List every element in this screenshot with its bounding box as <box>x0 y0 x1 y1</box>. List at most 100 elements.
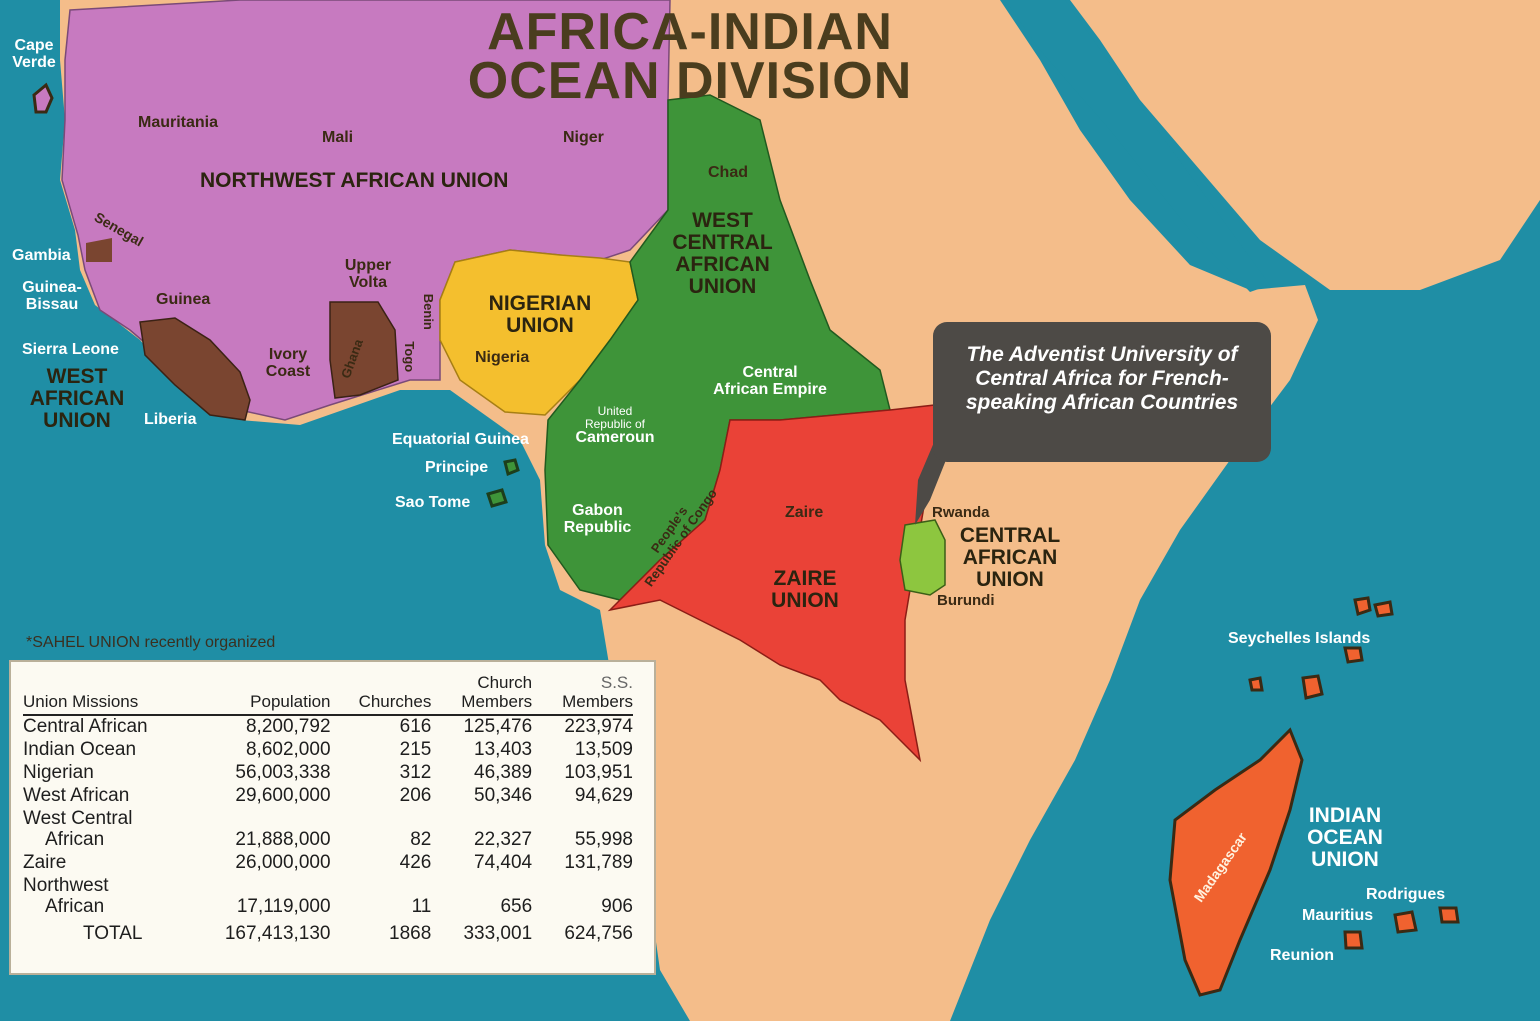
liberia-label: Liberia <box>144 411 197 428</box>
rodrigues-island <box>1438 906 1460 924</box>
ivory-coast-label: Ivory Coast <box>265 346 311 380</box>
zaire-label: Zaire <box>785 504 824 521</box>
ghana-region <box>329 301 399 399</box>
row-ss-members: 94,629 <box>574 785 633 807</box>
row-church-members: 74,404 <box>474 851 533 873</box>
row-churches: 215 <box>399 739 432 761</box>
sao-tome-island <box>486 488 508 508</box>
row-population: 8,200,792 <box>245 716 331 738</box>
table-total-row: TOTAL 167,413,130 1868 333,001 624,756 <box>23 918 633 946</box>
sierra-leone-label: Sierra Leone <box>22 341 119 358</box>
indian-ocean-union-label: INDIAN OCEAN UNION <box>1307 804 1383 872</box>
mauritius-island <box>1393 910 1418 934</box>
header-population: Population <box>204 674 331 717</box>
upper-volta-label: Upper Volta <box>344 257 392 291</box>
rwanda-burundi-region <box>899 519 946 596</box>
header-churches: Churches <box>330 674 432 717</box>
row-churches: 206 <box>399 785 432 807</box>
row-union-name: Zaire <box>23 851 67 873</box>
row-union-name: Central African <box>23 716 148 738</box>
reunion-label: Reunion <box>1270 947 1334 964</box>
west-african-union-label: WEST AFRICAN UNION <box>29 365 125 433</box>
niger-label: Niger <box>563 129 604 146</box>
row-church-members: 13,403 <box>474 739 533 761</box>
seychelles-label: Seychelles Islands <box>1228 630 1371 647</box>
togo-label: Togo <box>402 341 418 373</box>
header-church-members: Church Members <box>431 673 533 717</box>
gabon-label: Gabon Republic <box>563 502 632 536</box>
header-ss-members: S.S. Members <box>532 673 633 717</box>
principe-island <box>503 458 520 477</box>
mali-label: Mali <box>322 129 354 146</box>
row-church-members: 46,389 <box>474 762 533 784</box>
row-population: 17,119,000 <box>236 895 331 917</box>
row-churches: 312 <box>399 762 432 784</box>
row-population: 21,888,000 <box>235 828 331 850</box>
seychelles-island-4 <box>1248 676 1264 692</box>
row-population: 8,602,000 <box>245 739 331 761</box>
total-churches: 1868 <box>389 923 432 945</box>
row-ss-members: 55,998 <box>574 828 633 850</box>
table-body: Central African 8,200,792 616 125,476 223,97… <box>23 715 633 946</box>
total-church-members: 333,001 <box>463 923 533 945</box>
row-church-members: 125,476 <box>463 716 533 738</box>
row-churches: 11 <box>411 895 432 917</box>
row-population: 29,600,000 <box>235 785 331 807</box>
total-label: TOTAL <box>83 923 143 945</box>
university-callout-box <box>933 322 1271 462</box>
west-central-african-union-label: WEST CENTRAL AFRICAN UNION <box>672 209 773 299</box>
map-title: AFRICA-INDIAN OCEAN DIVISION <box>455 3 925 108</box>
benin-label: Benin <box>420 293 436 330</box>
central-african-union-label: CENTRAL AFRICAN UNION <box>959 524 1061 592</box>
equatorial-guinea-label: Equatorial Guinea <box>392 431 529 448</box>
row-church-members: 50,346 <box>474 785 533 807</box>
total-ss-members: 624,756 <box>564 923 633 945</box>
row-population: 56,003,338 <box>235 762 331 784</box>
central-african-empire-label: Central African Empire <box>713 364 827 398</box>
table-row: Nigerian 56,003,338 312 46,389 103,951 <box>23 762 633 785</box>
row-churches: 82 <box>410 828 432 850</box>
rodrigues-label: Rodrigues <box>1366 886 1446 903</box>
seychelles-island-5 <box>1301 674 1324 700</box>
university-callout-text: The Adventist University of Central Afri… <box>965 343 1239 415</box>
row-churches: 426 <box>399 851 432 873</box>
row-church-members: 22,327 <box>474 828 533 850</box>
row-ss-members: 13,509 <box>574 739 633 761</box>
burundi-label: Burundi <box>937 592 995 609</box>
union-statistics-table: Union Missions Population Churches Churc… <box>23 673 633 946</box>
rwanda-label: Rwanda <box>932 504 990 521</box>
madagascar-island <box>1168 727 1304 997</box>
seychelles-island-3 <box>1343 646 1364 664</box>
row-union-name: Nigerian <box>23 762 94 784</box>
sierra-leone-liberia-region <box>139 317 251 421</box>
mauritania-label: Mauritania <box>138 114 219 131</box>
chad-label: Chad <box>708 164 748 181</box>
reunion-island <box>1343 930 1364 950</box>
table-row: Central African 8,200,792 616 125,476 223,97… <box>23 715 633 739</box>
nigerian-union-label: NIGERIAN UNION <box>488 292 592 338</box>
guinea-bissau-label: Guinea- Bissau <box>22 279 82 313</box>
map-title-line-1: AFRICA-INDIAN <box>487 3 893 61</box>
row-ss-members: 103,951 <box>564 762 633 784</box>
row-ss-members: 223,974 <box>564 716 633 738</box>
sao-tome-label: Sao Tome <box>395 494 471 511</box>
seychelles-island-1 <box>1353 596 1372 616</box>
row-churches: 616 <box>399 716 432 738</box>
northwest-african-union-label: NORTHWEST AFRICAN UNION <box>200 169 509 192</box>
row-union-name: Indian Ocean <box>23 739 137 761</box>
cameroun-label: United Republic of Cameroun <box>575 404 655 447</box>
total-population: 167,413,130 <box>224 923 331 945</box>
sahel-footnote: *SAHEL UNION recently organized <box>26 634 276 651</box>
seychelles-island-2 <box>1373 600 1394 618</box>
row-ss-members: 131,789 <box>564 851 633 873</box>
table-header-row: Union Missions Population Churches Churc… <box>23 673 633 717</box>
northwest-african-union-region <box>61 0 671 421</box>
cape-verde-island <box>32 82 54 114</box>
row-church-members: 656 <box>500 895 533 917</box>
mauritius-label: Mauritius <box>1302 907 1374 924</box>
